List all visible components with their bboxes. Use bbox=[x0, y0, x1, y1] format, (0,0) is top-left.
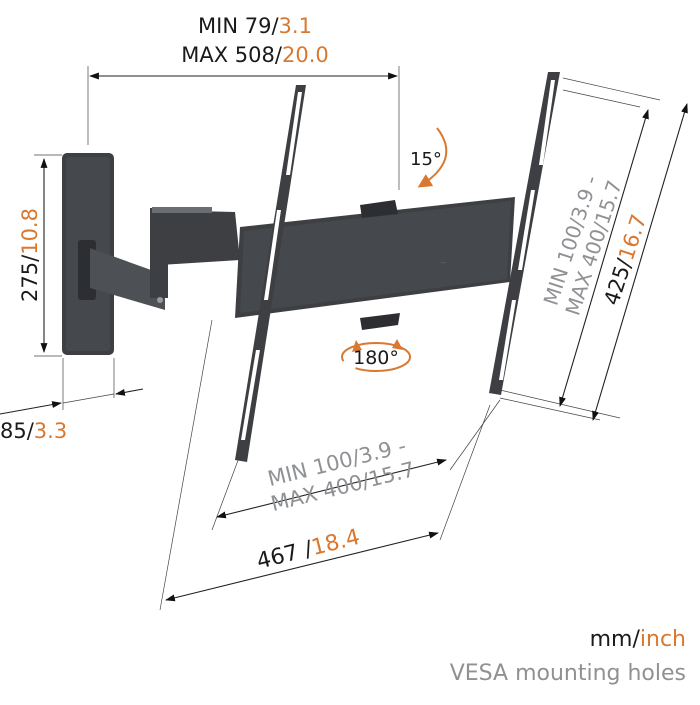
tilt-label: 15° bbox=[410, 149, 442, 170]
wall-plate bbox=[62, 153, 114, 355]
vesa-horizontal-dimension: MIN 100/3.9 - MAX 400/15.7 467 /18.4 bbox=[159, 319, 501, 611]
brand-logo: ~ bbox=[440, 258, 447, 267]
tilt-indicator: 15° bbox=[410, 127, 448, 188]
wall-plate-height-label: 275/10.8 bbox=[18, 208, 42, 302]
vesa-legend: VESA mounting holes bbox=[450, 661, 686, 686]
swing-arm bbox=[90, 207, 240, 310]
vesa-vertical-dimension: MIN 100/3.9 - MAX 400/15.7 425/16.7 bbox=[499, 77, 688, 421]
tv-bracket-plate: ~ bbox=[235, 197, 515, 330]
extension-min-label: MIN 79/3.1 bbox=[198, 14, 312, 38]
swivel-indicator: 180° bbox=[341, 339, 411, 372]
extension-dimension: MIN 79/3.1 MAX 508/20.0 bbox=[87, 14, 400, 190]
extension-max-label: MAX 508/20.0 bbox=[181, 43, 328, 67]
swivel-arrow-icon bbox=[341, 342, 411, 372]
wall-plate-depth-dimension: 85/3.3 bbox=[0, 358, 144, 443]
total-width-label: 467 /18.4 bbox=[254, 525, 362, 575]
units-legend: mm/inch bbox=[590, 627, 686, 652]
right-vesa-rail bbox=[489, 72, 560, 395]
legend: mm/inch VESA mounting holes bbox=[450, 627, 686, 686]
tilt-arrow-icon bbox=[417, 127, 448, 188]
wall-plate-depth-label: 85/3.3 bbox=[0, 419, 67, 443]
left-vesa-rail bbox=[235, 85, 306, 462]
wall-plate-height-dimension: 275/10.8 bbox=[18, 154, 62, 357]
swivel-label: 180° bbox=[353, 347, 399, 369]
